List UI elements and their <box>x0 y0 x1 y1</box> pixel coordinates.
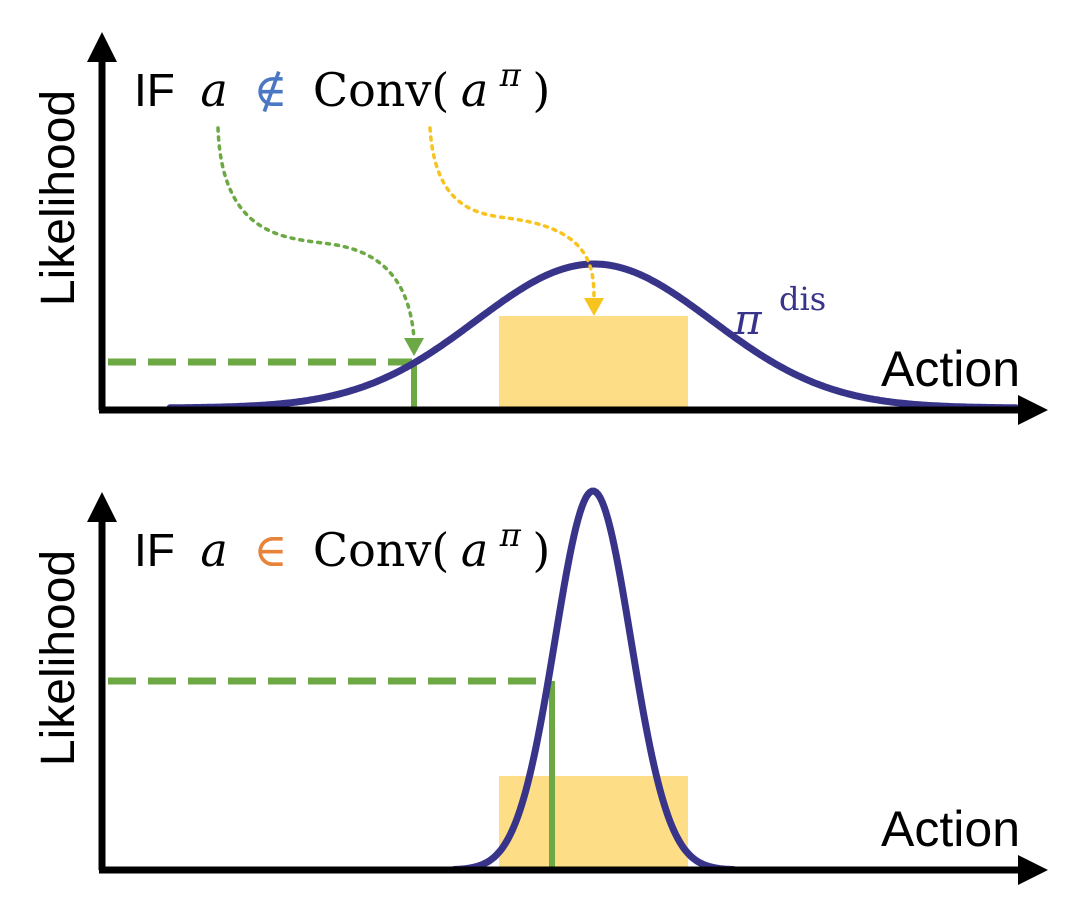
top-ylabel: Likelihood <box>32 90 85 306</box>
top-panel: Likelihood Action IF a ∉ Conv( a π ) π d… <box>32 32 1048 425</box>
top-action-region <box>499 316 688 408</box>
condition-prefix: IF <box>134 524 175 576</box>
bottom-panel: Likelihood Action IF a ∈ Conv( a π ) <box>32 487 1048 885</box>
dotted-arrow-head-icon <box>584 298 604 316</box>
bottom-action-region <box>499 776 688 868</box>
bottom-condition: IF a ∈ Conv( a π ) <box>134 505 550 577</box>
condition-func: Conv( <box>313 63 449 117</box>
top-xlabel: Action <box>881 341 1020 397</box>
y-axis-arrow-icon <box>87 32 117 62</box>
dotted-arrow-icon <box>428 126 596 300</box>
condition-close: ) <box>532 63 550 117</box>
x-axis-arrow-icon <box>1018 855 1048 885</box>
dotted-arrow-icon <box>216 126 416 340</box>
policy-symbol: π <box>733 295 763 344</box>
condition-prefix: IF <box>134 64 175 116</box>
condition-func: Conv( <box>313 523 449 577</box>
condition-var: a <box>200 63 227 117</box>
y-axis-arrow-icon <box>87 492 117 522</box>
dotted-arrow-head-icon <box>404 338 424 356</box>
policy-sup: dis <box>779 280 826 318</box>
condition-var: a <box>200 523 227 577</box>
policy-label: π dis <box>733 280 826 344</box>
condition-operator: ∉ <box>253 63 287 117</box>
condition-sup: π <box>499 56 522 94</box>
condition-close: ) <box>532 523 550 577</box>
x-axis-arrow-icon <box>1018 395 1048 425</box>
bottom-policy-curve <box>450 487 738 874</box>
top-condition: IF a ∉ Conv( a π ) <box>134 45 550 117</box>
top-policy-curve <box>166 260 1020 412</box>
condition-operator: ∈ <box>253 523 287 577</box>
condition-sup: π <box>499 516 522 554</box>
bottom-xlabel: Action <box>881 801 1020 857</box>
condition-base: a <box>461 63 488 117</box>
condition-base: a <box>461 523 488 577</box>
bottom-ylabel: Likelihood <box>32 550 85 766</box>
